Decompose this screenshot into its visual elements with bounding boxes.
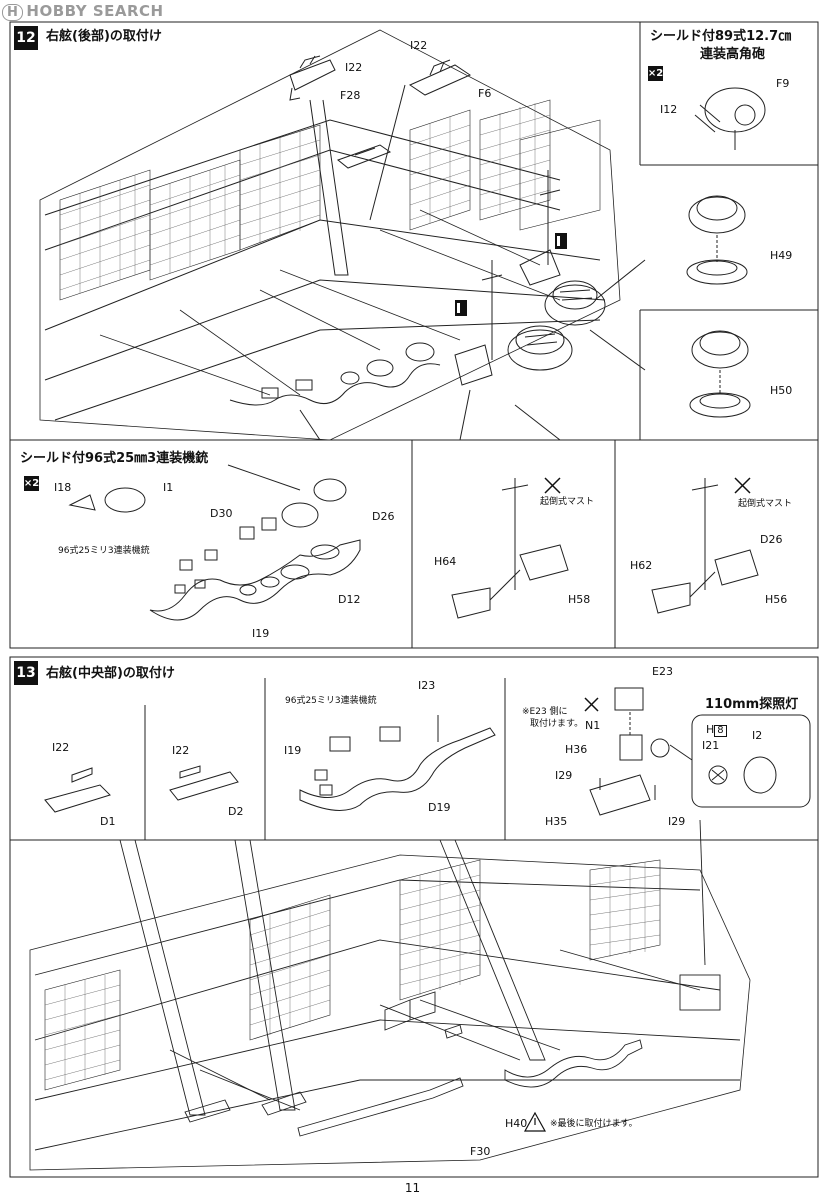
label-F28: F28 xyxy=(340,89,361,102)
label-H49: H49 xyxy=(770,249,793,262)
gun-x2-badge: ×2 xyxy=(647,66,664,81)
gun-exploded-top xyxy=(694,87,766,150)
aa-exploded xyxy=(68,478,361,621)
page-number: 11 xyxy=(404,1181,421,1195)
step13-title: 右舷(中央部)の取付け xyxy=(46,666,175,681)
step12-hull xyxy=(39,29,646,491)
mast-1 xyxy=(519,170,561,286)
mast-2 xyxy=(454,260,503,386)
label-I19-13: I19 xyxy=(284,744,302,757)
flip-icon-2 xyxy=(455,300,467,316)
gun-mount-1 xyxy=(544,280,606,326)
aa-deck-row xyxy=(229,342,441,406)
mast-note-1: 起倒式マスト xyxy=(540,497,595,507)
label-H62: H62 xyxy=(630,559,653,572)
label-I22-d: I22 xyxy=(172,744,190,757)
label-I22-c: I22 xyxy=(52,741,70,754)
label-I23: I23 xyxy=(418,679,436,692)
no-glue-icon-3 xyxy=(584,697,599,712)
label-H35: H35 xyxy=(545,815,568,828)
no-glue-icon-2 xyxy=(734,477,751,494)
label-F6: F6 xyxy=(478,87,492,100)
label-H8-number: 8 xyxy=(714,725,727,737)
step12-number: 12 xyxy=(14,26,38,50)
no-glue-icon-1 xyxy=(544,477,561,494)
watermark-text: HOBBY SEARCH xyxy=(26,2,164,20)
label-H64: H64 xyxy=(434,555,457,568)
label-I2: I2 xyxy=(752,729,763,742)
gun-title-line1: シールド付89式12.7㎝ xyxy=(650,29,792,44)
mast-note-2: 起倒式マスト xyxy=(738,499,793,509)
label-F30: F30 xyxy=(470,1145,491,1158)
searchlight-title: 110mm探照灯 xyxy=(705,697,799,712)
step13-number: 13 xyxy=(14,661,38,685)
label-I18: I18 xyxy=(54,481,72,494)
aa-sub-label: 96式25ミリ3連装機銃 xyxy=(58,546,150,556)
watermark-logo: H xyxy=(2,4,24,21)
label-H50: H50 xyxy=(770,384,793,397)
label-N1: N1 xyxy=(585,719,601,732)
gun-assembly-H50 xyxy=(689,330,751,418)
label-D26-a: D26 xyxy=(372,510,395,523)
label-I29-a: I29 xyxy=(555,769,573,782)
step13-hull xyxy=(29,819,751,1171)
aa-title: シールド付96式25㎜3連装機銃 xyxy=(20,451,209,466)
aa-sub-label-13: 96式25ミリ3連装機銃 xyxy=(285,696,377,706)
label-I22-b: I22 xyxy=(410,39,428,52)
label-H56: H56 xyxy=(765,593,788,606)
note-e23-line1: ※E23 側に xyxy=(522,707,568,717)
note-e23-line2: 取付けます。 xyxy=(530,719,584,729)
label-D19: D19 xyxy=(428,801,451,814)
label-E23: E23 xyxy=(652,665,673,678)
label-H58: H58 xyxy=(568,593,591,606)
label-D12: D12 xyxy=(338,593,361,606)
label-I29-b: I29 xyxy=(668,815,686,828)
label-D26-b: D26 xyxy=(760,533,783,546)
step12-title: 右舷(後部)の取付け xyxy=(46,29,162,44)
label-D1: D1 xyxy=(100,815,116,828)
label-D2: D2 xyxy=(228,805,244,818)
label-I21: I21 xyxy=(702,739,720,752)
label-I1: I1 xyxy=(163,481,174,494)
label-I12: I12 xyxy=(660,103,678,116)
part-F6 xyxy=(408,59,472,96)
last-note: ※最後に取付けます。 xyxy=(550,1119,638,1129)
label-H36: H36 xyxy=(565,743,588,756)
gun-mount-2 xyxy=(507,325,573,371)
mast-exploded-H56 xyxy=(651,478,759,614)
step13-parts-top xyxy=(44,687,811,816)
label-F9: F9 xyxy=(776,77,790,90)
label-H40: H40 xyxy=(505,1117,528,1130)
gun-title-line2: 連装高角砲 xyxy=(700,47,766,62)
label-I22-a: I22 xyxy=(345,61,363,74)
label-D30: D30 xyxy=(210,507,233,520)
gun-assembly-H49 xyxy=(686,195,748,285)
mast-exploded-H58 xyxy=(451,478,569,619)
label-I19: I19 xyxy=(252,627,270,640)
part-rail-center xyxy=(336,144,392,169)
step12-frame xyxy=(9,21,819,649)
step13-frame xyxy=(9,656,819,1178)
label-H8-letter: H xyxy=(706,723,715,736)
part-F28 xyxy=(289,55,336,101)
aa-x2-badge: ×2 xyxy=(23,476,40,491)
flip-icon-1 xyxy=(555,233,567,249)
